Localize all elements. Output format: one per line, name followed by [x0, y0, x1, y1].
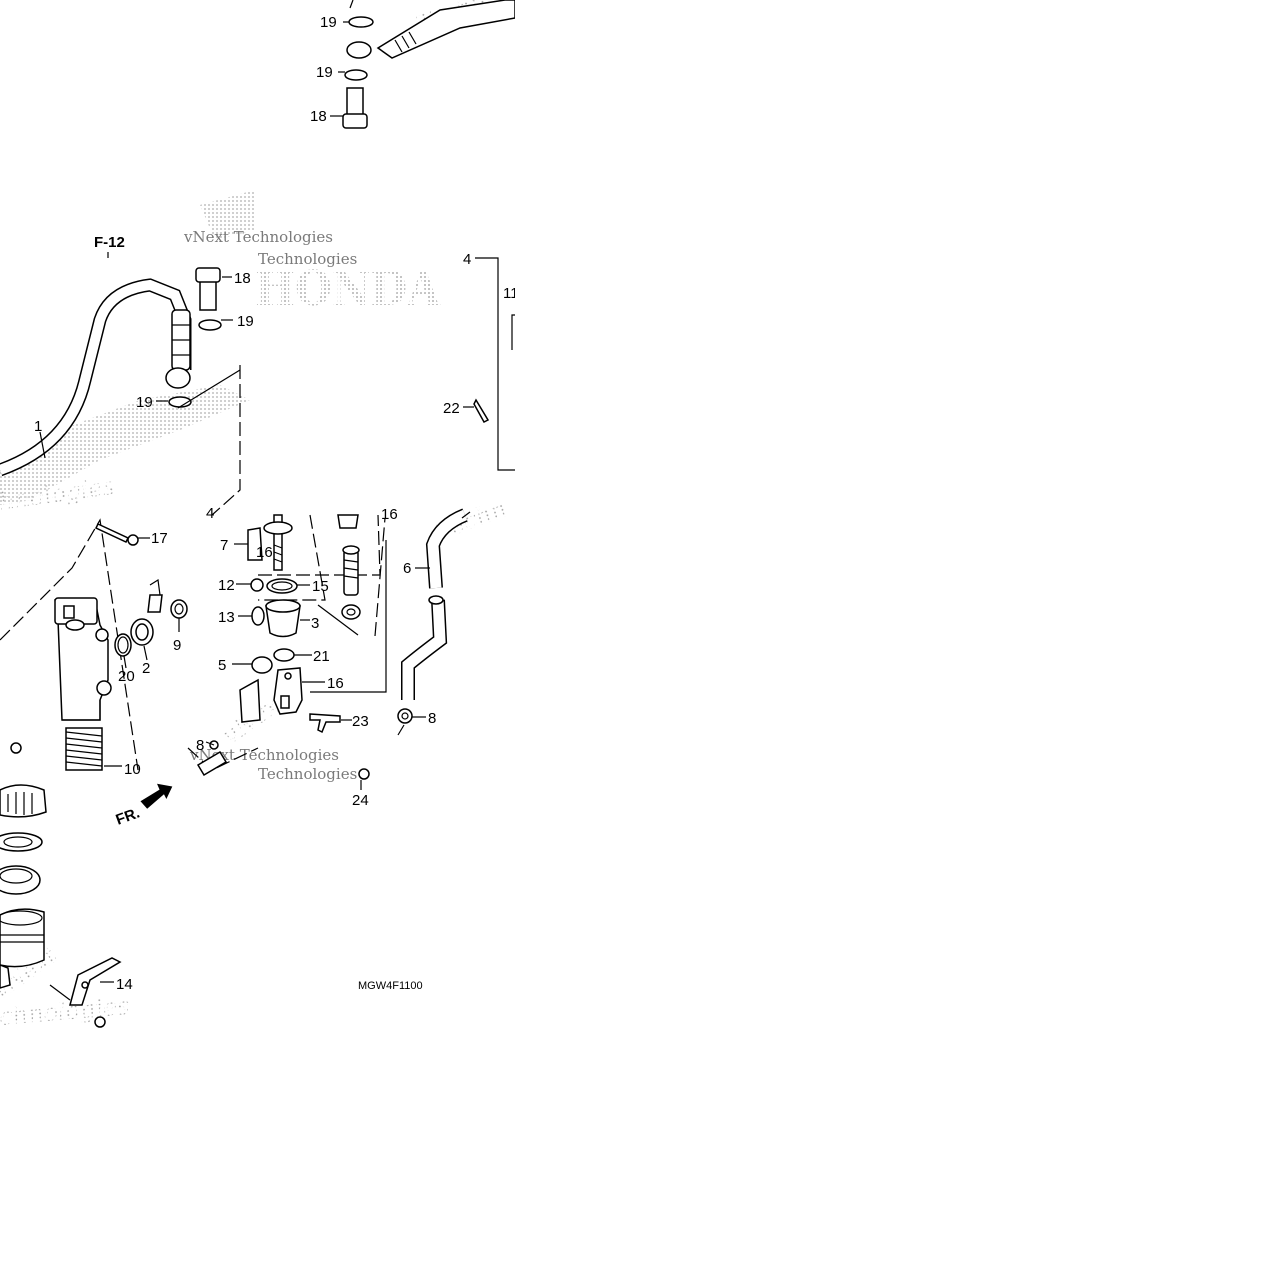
joint-pin — [309, 713, 341, 734]
banjo-bolt — [199, 279, 217, 311]
front-direction-indicator: FR. — [114, 783, 173, 829]
cotter-pin — [473, 398, 490, 423]
blank-area — [0, 0, 310, 185]
reference-label: F-12 — [94, 234, 125, 251]
sealing-washer — [348, 16, 374, 28]
watermark-vendor: Technologies — [258, 765, 357, 783]
callout-2: 2 — [142, 660, 150, 677]
callout-12: 12 — [218, 577, 235, 594]
hose-clip — [397, 708, 413, 724]
callout-4: 4 — [463, 251, 471, 268]
return-spring — [65, 727, 103, 771]
group-outline — [211, 365, 241, 516]
callout-16: 16 — [256, 544, 273, 561]
blank-area — [0, 1040, 515, 1285]
cylinder-slot — [63, 605, 75, 619]
sealing-washer — [344, 69, 368, 81]
callout-4: 4 — [206, 505, 214, 522]
group-outline — [374, 517, 386, 637]
callout-3: 3 — [311, 615, 319, 632]
callout-18: 18 — [234, 270, 251, 287]
callout-1: 1 — [34, 418, 42, 435]
kit-bracket: 4 11 22 — [443, 251, 519, 471]
blank-area — [515, 0, 1285, 1285]
callout-19: 19 — [316, 64, 333, 81]
banjo-eye — [165, 367, 191, 389]
callout-10: 10 — [124, 761, 141, 778]
master-cylinder: 10 — [10, 597, 141, 778]
reservoir-stack — [0, 784, 47, 989]
piston — [343, 549, 359, 596]
callout-5: 5 — [218, 657, 226, 674]
reservoir-body — [0, 908, 45, 968]
callout-16: 16 — [327, 675, 344, 692]
push-rod — [273, 514, 283, 571]
callout-19: 19 — [237, 313, 254, 330]
inlet-joint: 2 20 9 — [114, 578, 188, 685]
watermark-brand: HONDA — [255, 261, 441, 317]
front-arrow-label: FR. — [114, 805, 143, 829]
watermark-wing-shape — [200, 190, 255, 240]
reservoir-bracket: 14 — [49, 957, 133, 1028]
reservoir-plate — [0, 832, 43, 852]
callout-18: 18 — [310, 108, 327, 125]
callout-16: 16 — [381, 506, 398, 523]
secondary-cup — [341, 604, 361, 620]
push-rod-kit: 7 16 12 15 3 13 16 — [196, 506, 398, 809]
callout-6: 6 — [403, 560, 411, 577]
callout-13: 13 — [218, 609, 235, 626]
callout-17: 17 — [151, 530, 168, 547]
banjo-bolt-head — [342, 113, 368, 129]
callout-9: 9 — [173, 637, 181, 654]
group-outline — [258, 514, 326, 601]
reservoir-cap — [0, 784, 47, 818]
watermark-vendor: Technologies — [258, 250, 357, 268]
group-outline — [0, 518, 139, 771]
callout-14: 14 — [116, 976, 133, 993]
watermark-wing-shape — [0, 385, 250, 505]
reservoir-hose: 6 8 — [397, 508, 471, 736]
hose-clip — [170, 599, 188, 619]
upper-banjo-assembly: 19 19 18 — [310, 0, 516, 129]
callout-19: 19 — [136, 394, 153, 411]
diagram-code: MGW4F1100 — [358, 980, 423, 992]
boot — [247, 527, 263, 561]
callout-21: 21 — [313, 648, 330, 665]
piston-cup — [265, 605, 301, 638]
callout-20: 20 — [118, 668, 135, 685]
sealing-washer — [198, 319, 222, 331]
cotter-pin — [358, 768, 370, 780]
bolt-17: 17 — [94, 523, 168, 547]
brake-hose-end — [376, 0, 516, 59]
banjo-bolt — [346, 87, 364, 117]
circlip — [266, 578, 298, 594]
callout-15: 15 — [312, 578, 329, 595]
callout-22: 22 — [443, 400, 460, 417]
callout-11: 11 — [503, 285, 519, 302]
screw — [94, 1016, 106, 1028]
brake-hose-assembly: 18 19 19 1 — [0, 267, 254, 477]
lock-nut — [273, 648, 295, 662]
callout-8: 8 — [196, 737, 204, 754]
callout-8: 8 — [428, 710, 436, 727]
banjo-eye — [346, 41, 372, 59]
callout-19: 19 — [320, 14, 337, 31]
watermark-vendor: chnologies — [0, 992, 131, 1031]
callout-7: 7 — [220, 537, 228, 554]
callout-24: 24 — [352, 792, 369, 809]
watermark-vendor: vNext Technologies — [183, 228, 333, 246]
banjo-bolt-head — [195, 267, 221, 283]
callout-23: 23 — [352, 713, 369, 730]
watermark-vendor: vNext Technologies — [189, 746, 339, 764]
